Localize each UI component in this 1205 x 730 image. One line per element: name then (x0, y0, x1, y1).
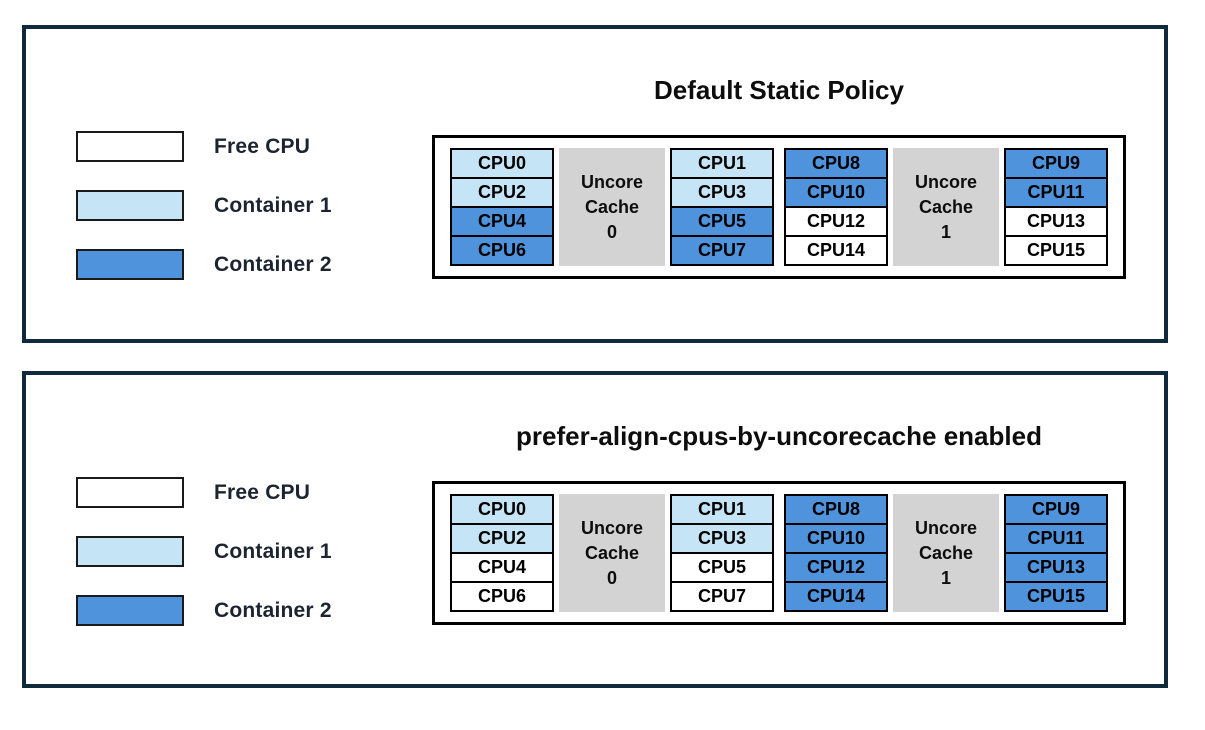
legend-swatch-free-cpu (76, 131, 184, 162)
legend-row-free-cpu: Free CPU (76, 131, 332, 162)
cpu-cell: CPU14 (786, 581, 886, 610)
legend-swatch-free-cpu (76, 477, 184, 508)
legend-label-container-1: Container 1 (214, 193, 332, 217)
legend: Free CPU Container 1 Container 2 (76, 131, 332, 280)
legend-swatch-container-1 (76, 536, 184, 567)
legend: Free CPU Container 1 Container 2 (76, 477, 332, 626)
uncore-cache-label-line: Cache (918, 196, 974, 217)
uncore-cache-label-line: Uncore (914, 517, 977, 538)
cpu-cell: CPU0 (452, 496, 552, 523)
legend-row-container-2: Container 2 (76, 595, 332, 626)
cpu-cell: CPU8 (786, 496, 886, 523)
cpu-cell: CPU5 (672, 206, 772, 235)
uncore-cache-label-line: Cache (918, 542, 974, 563)
legend-row-container-1: Container 1 (76, 190, 332, 221)
uncore-cache-label-line: Uncore (580, 171, 643, 192)
cpu-cell: CPU7 (672, 235, 772, 264)
legend-row-container-1: Container 1 (76, 536, 332, 567)
legend-swatch-container-2 (76, 249, 184, 280)
cpu-cell: CPU8 (786, 150, 886, 177)
policy-panel-default-static: Free CPU Container 1 Container 2 Default… (22, 25, 1168, 343)
cpu-cell: CPU4 (452, 206, 552, 235)
panel-title: prefer-align-cpus-by-uncorecache enabled (516, 421, 1042, 451)
cpu-cell: CPU15 (1006, 235, 1106, 264)
legend-label-container-2: Container 2 (214, 598, 332, 622)
legend-row-container-2: Container 2 (76, 249, 332, 280)
uncore-cache-label-line: 1 (940, 221, 951, 242)
uncore-cache-label-line: 0 (606, 221, 617, 242)
cpu-cell: CPU0 (452, 150, 552, 177)
cpu-cell: CPU10 (786, 177, 886, 206)
cpu-cell: CPU4 (452, 552, 552, 581)
legend-label-container-2: Container 2 (214, 252, 332, 276)
uncore-cache-label-line: 0 (606, 567, 617, 588)
legend-label-free-cpu: Free CPU (214, 480, 311, 504)
cpu-cell: CPU9 (1006, 150, 1106, 177)
cpu-cell: CPU2 (452, 523, 552, 552)
cpu-cell: CPU2 (452, 177, 552, 206)
cpu-cell: CPU13 (1006, 552, 1106, 581)
cpu-cell: CPU13 (1006, 206, 1106, 235)
cpu-cell: CPU15 (1006, 581, 1106, 610)
legend-label-container-1: Container 1 (214, 539, 332, 563)
cpu-cell: CPU7 (672, 581, 772, 610)
cpu-cell: CPU11 (1006, 177, 1106, 206)
cpu-cell: CPU1 (672, 496, 772, 523)
panel-title: Default Static Policy (654, 75, 904, 105)
cpu-cell: CPU3 (672, 177, 772, 206)
uncore-cache-label-line: 1 (940, 567, 951, 588)
cpu-cell: CPU9 (1006, 496, 1106, 523)
cpu-cell: CPU5 (672, 552, 772, 581)
cpu-cell: CPU12 (786, 206, 886, 235)
cpu-cell: CPU10 (786, 523, 886, 552)
cpu-cell: CPU12 (786, 552, 886, 581)
uncore-cache-label-line: Uncore (580, 517, 643, 538)
cpu-cell: CPU11 (1006, 523, 1106, 552)
legend-label-free-cpu: Free CPU (214, 134, 311, 158)
legend-swatch-container-2 (76, 595, 184, 626)
cpu-cell: CPU3 (672, 523, 772, 552)
cpu-cell: CPU6 (452, 581, 552, 610)
policy-panel-uncorecache-aligned: Free CPU Container 1 Container 2 prefer-… (22, 371, 1168, 688)
uncore-cache-label-line: Cache (584, 542, 640, 563)
uncore-cache-label-line: Uncore (914, 171, 977, 192)
cpu-cell: CPU1 (672, 150, 772, 177)
diagram-column: prefer-align-cpus-by-uncorecache enabled… (432, 421, 1126, 625)
uncore-cache-label-line: Cache (584, 196, 640, 217)
cpu-cell: CPU14 (786, 235, 886, 264)
legend-swatch-container-1 (76, 190, 184, 221)
legend-row-free-cpu: Free CPU (76, 477, 332, 508)
cpu-cell: CPU6 (452, 235, 552, 264)
